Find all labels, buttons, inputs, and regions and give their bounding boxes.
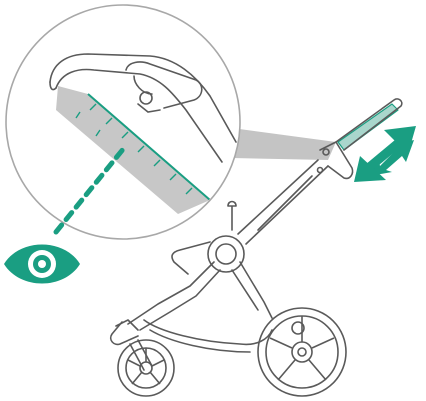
zoom-callout-wedge [232, 128, 336, 160]
zoom-callout [6, 5, 240, 239]
handlebar-fabric [338, 104, 398, 150]
rear-wheel [258, 308, 346, 396]
eye-icon [4, 245, 80, 284]
front-wheel [118, 340, 174, 396]
